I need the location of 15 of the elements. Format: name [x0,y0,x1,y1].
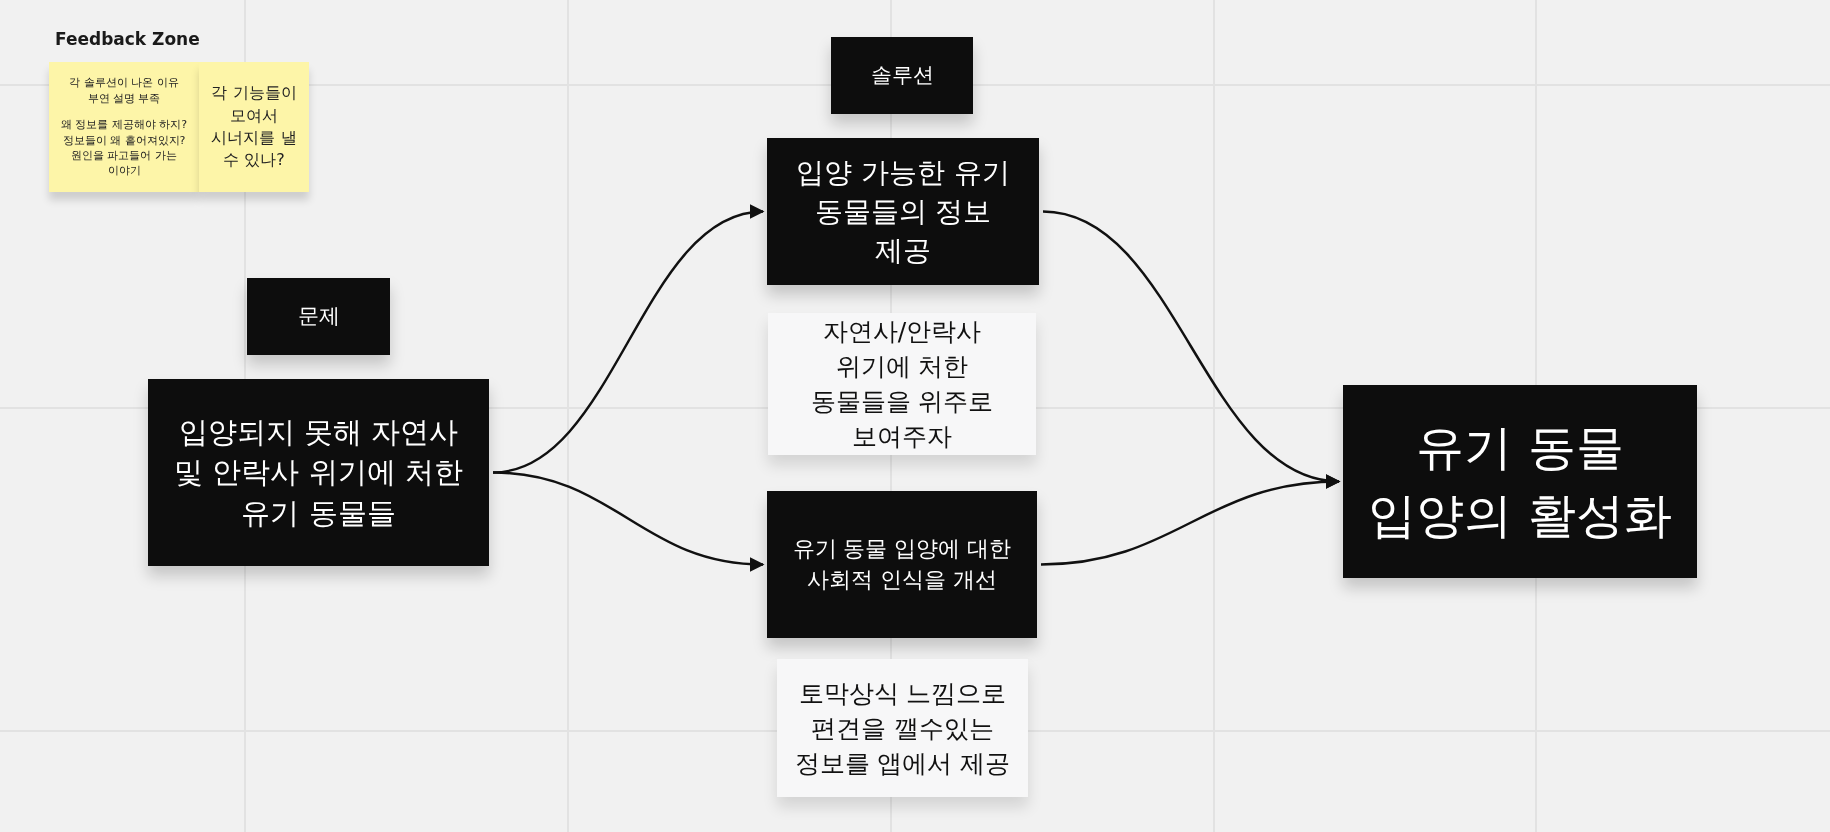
header-box: 솔루션 [831,37,973,114]
goal-box: 유기 동물 입양의 활성화 [1343,385,1697,578]
note-text: 왜 정보를 제공해야 하지? 정보들이 왜 흩어져있지? 원인을 파고들어 가는 이야기 [59,117,189,179]
solution-box: 유기 동물 입양에 대한 사회적 인식을 개선 [767,491,1037,638]
arrow [492,471,765,572]
solution-box: 입양 가능한 유기 동물들의 정보 제공 [767,138,1039,285]
note-card: 토막상식 느낌으로 편견을 깰수있는 정보를 앱에서 제공 [777,659,1028,797]
sticky-note: 각 기능들이 모여서 시너지를 낼 수 있나? [199,62,309,192]
note-card: 자연사/안락사 위기에 처한 동물들을 위주로 보여주자 [768,313,1036,455]
sticky-note [49,62,199,192]
arrow [1040,474,1341,566]
problem-box: 입양되지 못해 자연사 및 안락사 위기에 처한 유기 동물들 [148,379,489,566]
header-box: 문제 [247,278,390,355]
note-text: 각 솔루션이 나온 이유 부연 설명 부족 [68,75,180,107]
section-heading: Feedback Zone [55,29,200,49]
